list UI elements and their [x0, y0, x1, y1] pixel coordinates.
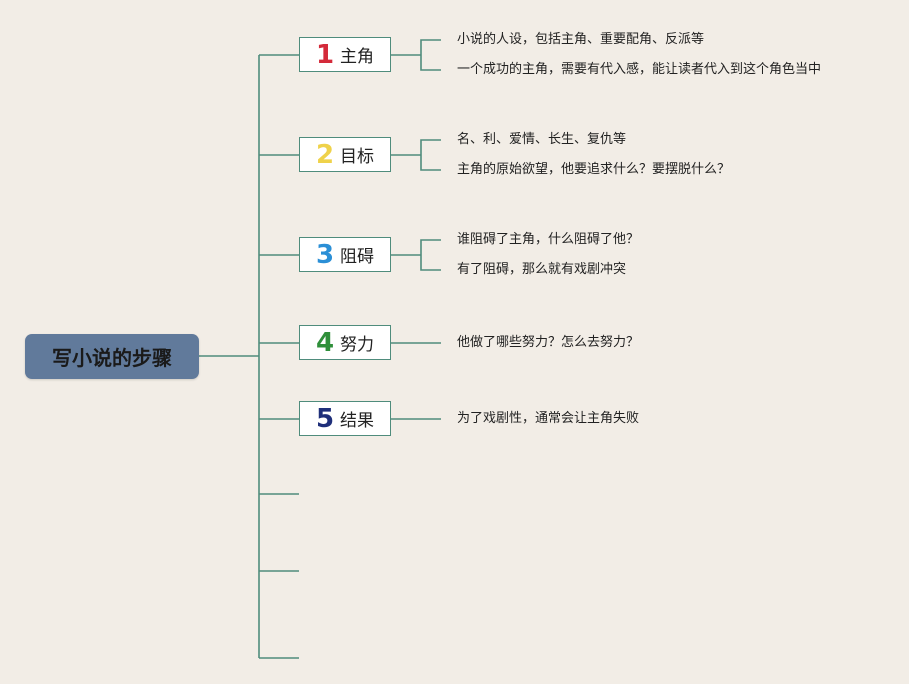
- step-number-1: 1: [315, 39, 335, 70]
- step-1-detail-1: 小说的人设，包括主角、重要配角、反派等: [457, 32, 705, 47]
- step-5-detail-1: 为了戏剧性，通常会让主角失败: [457, 411, 640, 426]
- detail-bracket: [420, 39, 441, 71]
- step-label-5: 结果: [340, 411, 375, 431]
- step-node-2[interactable]: 2 目标: [299, 137, 391, 172]
- detail-bracket: [420, 239, 441, 271]
- step-label-2: 目标: [340, 147, 375, 167]
- step-node-4[interactable]: 4 努力: [299, 325, 391, 360]
- step-3-detail-2: 有了阻碍，那么就有戏剧冲突: [457, 262, 627, 277]
- root-node[interactable]: 写小说的步骤: [25, 334, 199, 379]
- step-1-detail-2: 一个成功的主角，需要有代入感，能让读者代入到这个角色当中: [457, 62, 822, 77]
- step-node-5[interactable]: 5 结果: [299, 401, 391, 436]
- step-number-4: 4: [315, 327, 335, 358]
- step-number-3: 3: [315, 239, 335, 270]
- root-label: 写小说的步骤: [52, 346, 172, 370]
- step-2-detail-2: 主角的原始欲望，他要追求什么？要摆脱什么？: [457, 162, 731, 177]
- step-node-3[interactable]: 3 阻碍: [299, 237, 391, 272]
- step-node-1[interactable]: 1 主角: [299, 37, 391, 72]
- step-4-detail-1: 他做了哪些努力？怎么去努力？: [457, 335, 640, 350]
- detail-bracket: [420, 139, 441, 171]
- step-3-detail-1: 谁阻碍了主角，什么阻碍了他？: [457, 232, 640, 247]
- step-label-3: 阻碍: [340, 247, 375, 267]
- step-label-1: 主角: [340, 47, 375, 67]
- step-number-2: 2: [315, 139, 335, 170]
- step-label-4: 努力: [340, 335, 375, 355]
- step-2-detail-1: 名、利、爱情、长生、复仇等: [457, 132, 627, 147]
- step-number-5: 5: [315, 403, 335, 434]
